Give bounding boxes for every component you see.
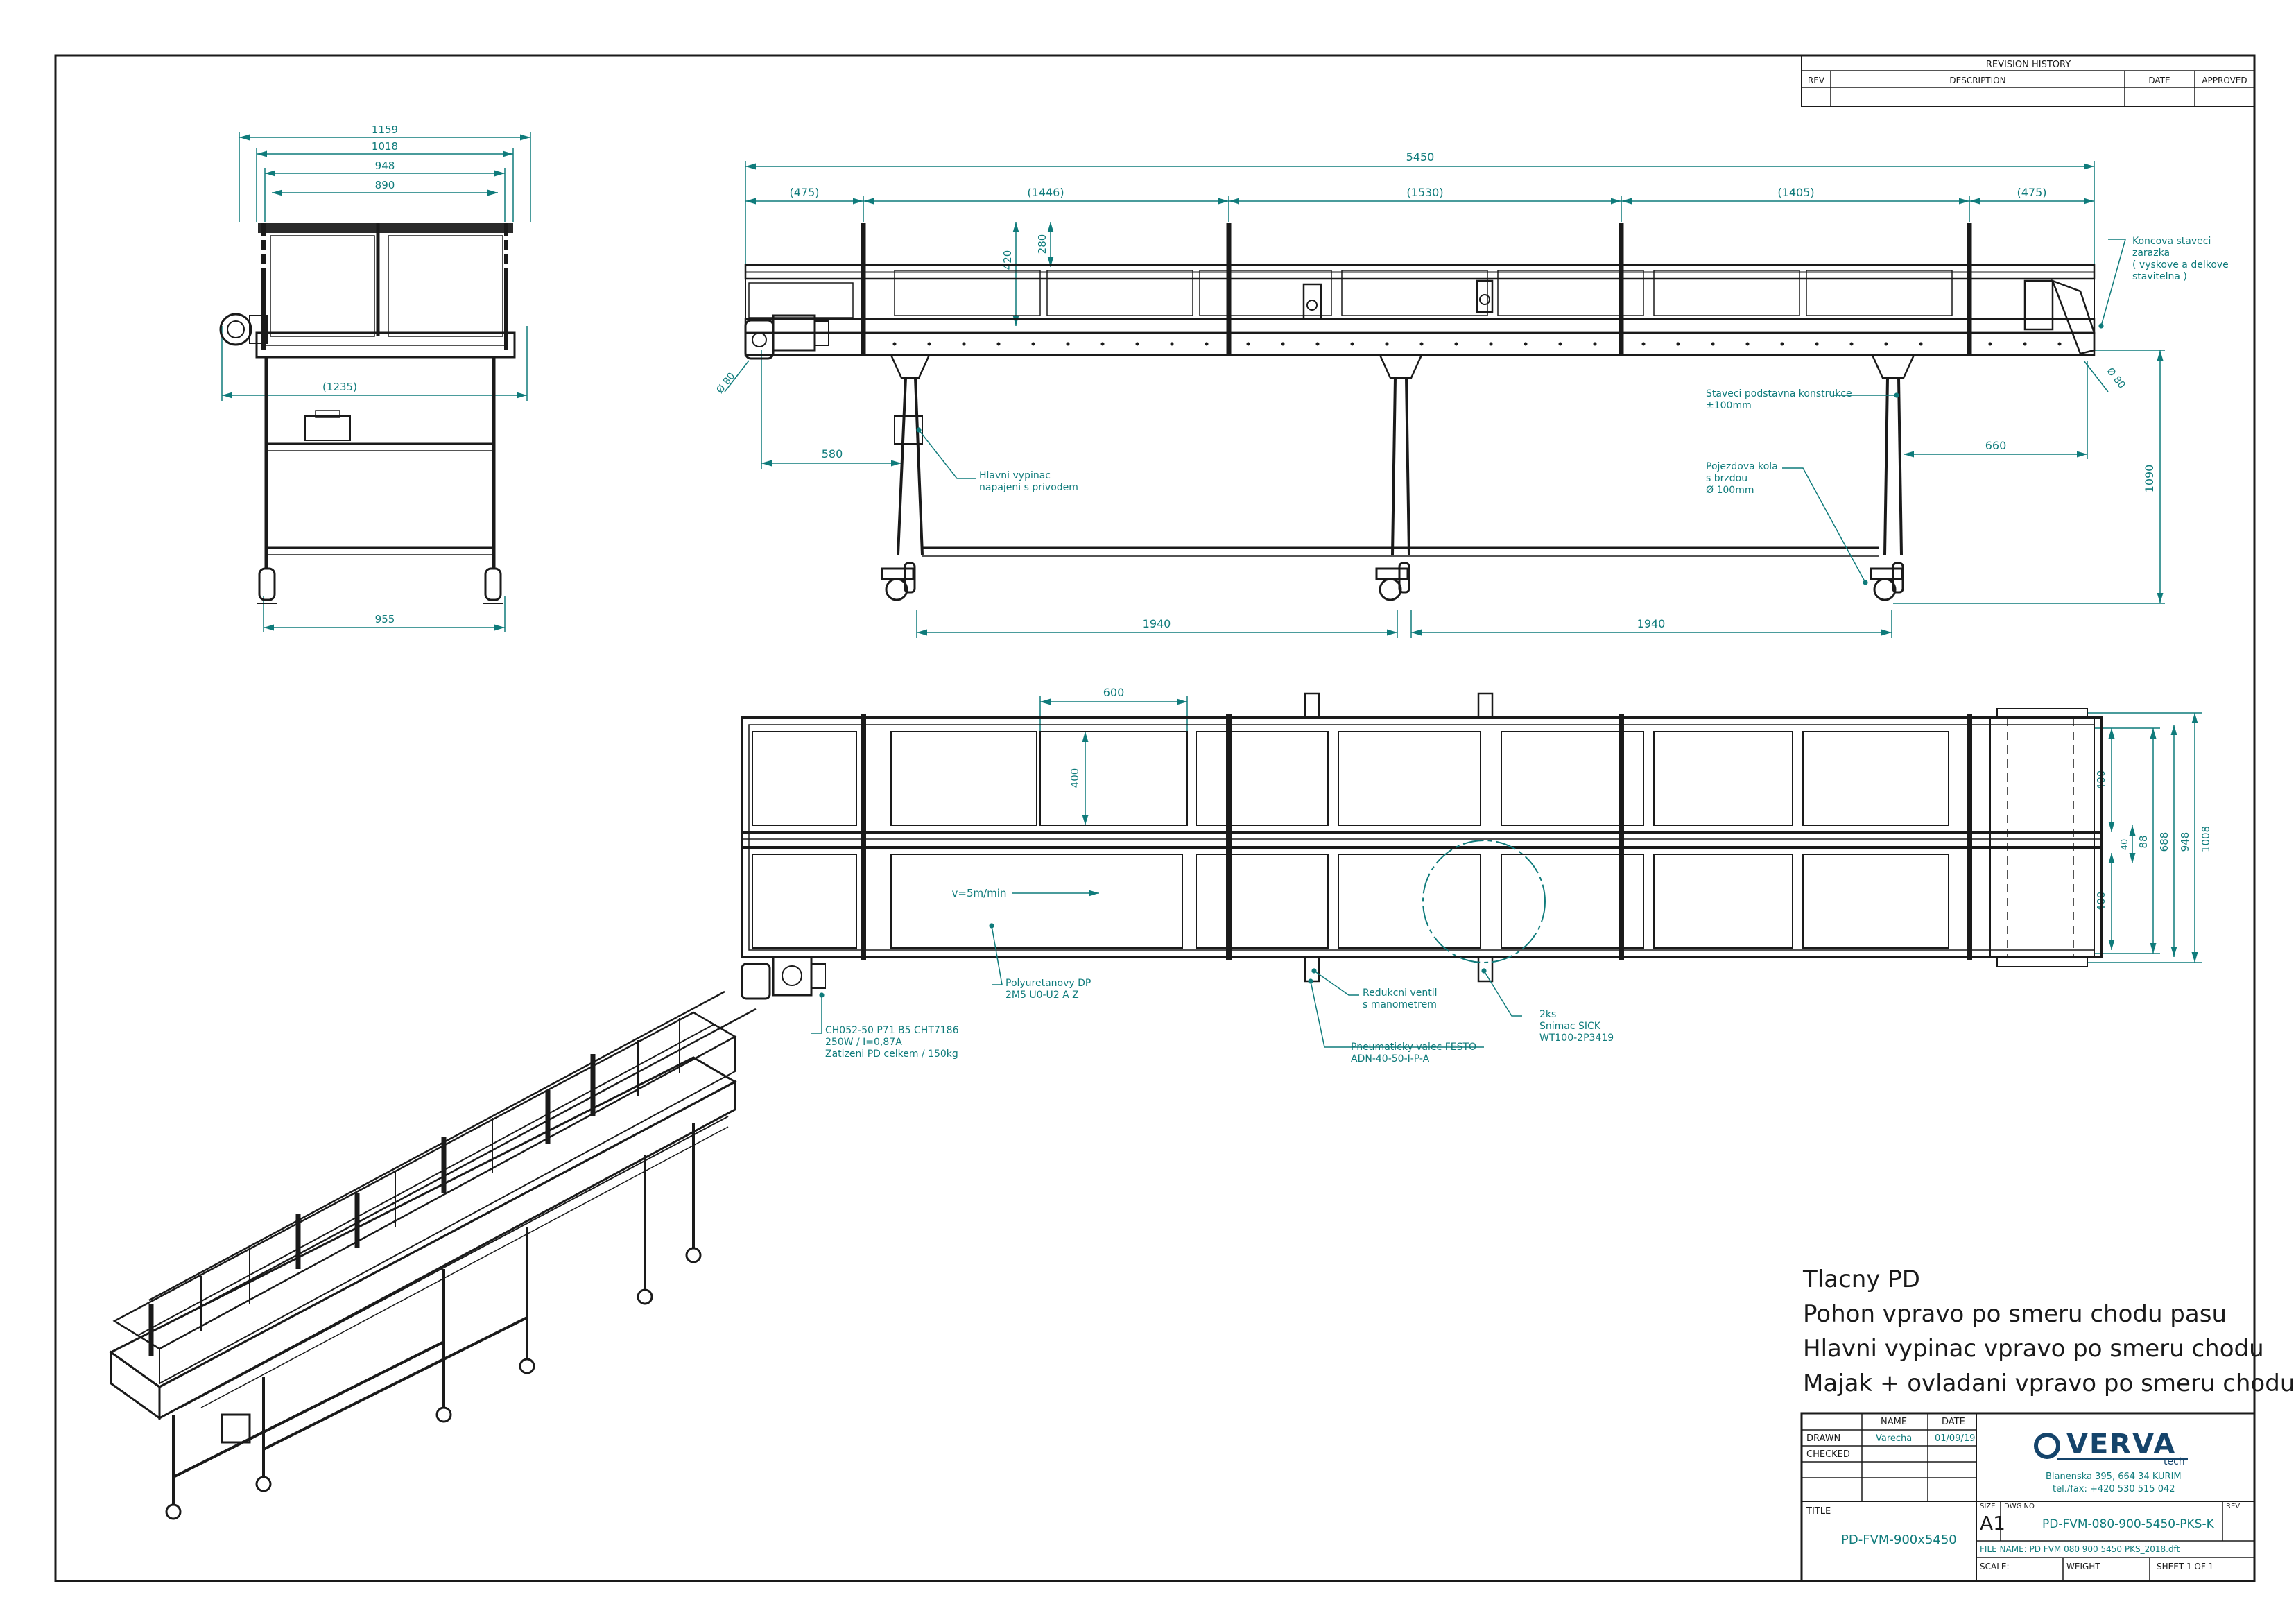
- note-belt: Polyuretanovy DP 2M5 U0-U2 A Z: [1005, 978, 1091, 1001]
- note-main-switch: Hlavni vypinac napajeni s privodem: [979, 470, 1078, 493]
- dim-400-pocket: 400: [1069, 768, 1081, 788]
- dim-948-plan: 948: [2179, 832, 2191, 852]
- tb-scale: SCALE:: [1980, 1562, 2010, 1571]
- dim-1090: 1090: [2143, 465, 2156, 493]
- tb-logo: VERVA: [2066, 1429, 2177, 1460]
- note-motor: CH052-50 P71 B5 CHT7186 250W / I=0,87A Z…: [825, 1025, 959, 1060]
- note-adjustable-frame: Staveci podstavna konstrukce ±100mm: [1706, 388, 1852, 411]
- revision-approved-header: APPROVED: [2202, 76, 2247, 85]
- note-sensor: 2ks Snimac SICK WT100-2P3419: [1539, 1009, 1614, 1044]
- dim-1446: (1446): [1027, 186, 1064, 199]
- revision-table: REVISION HISTORY REV DESCRIPTION DATE AP…: [1801, 55, 2255, 107]
- isometric-view: [109, 990, 757, 1520]
- dim-948: 948: [375, 159, 395, 172]
- elevation-view: 5450 (475) (1446) (1530) (1405) (475) 42…: [714, 150, 2165, 638]
- tb-checked-label: CHECKED: [1806, 1449, 1850, 1460]
- dim-660: 660: [1985, 439, 2007, 452]
- dim-40: 40: [2120, 839, 2130, 851]
- dim-475-right: (475): [2017, 186, 2046, 199]
- revision-rev-header: REV: [1808, 76, 1825, 85]
- sheet-border: [54, 54, 2256, 1582]
- dim-688: 688: [2158, 832, 2170, 852]
- tb-sheet: SHEET 1 OF 1: [2157, 1562, 2214, 1571]
- revision-description-header: DESCRIPTION: [1949, 76, 2005, 85]
- note-end-stop: Koncova staveci zarazka ( vyskove a delk…: [2132, 236, 2229, 282]
- dim-1018: 1018: [372, 140, 398, 153]
- note-cylinder: Pneumaticky valec FESTO ADN-40-50-I-P-A: [1351, 1042, 1477, 1064]
- tb-name-header: NAME: [1881, 1417, 1908, 1427]
- end-view: 1159 1018 948 890 (1235) 955: [219, 123, 531, 632]
- dim-1159: 1159: [372, 123, 398, 136]
- tb-size-value: A1: [1980, 1512, 2005, 1535]
- dim-88: 88: [2137, 835, 2150, 848]
- revision-title: REVISION HISTORY: [1986, 60, 2071, 70]
- speed-label: v=5m/min: [952, 887, 1007, 899]
- dim-5450: 5450: [1406, 150, 1435, 164]
- tb-logo-sub: tech: [2164, 1456, 2185, 1467]
- dim-955: 955: [375, 613, 395, 625]
- dim-1940-right: 1940: [1637, 617, 1666, 630]
- dim-890: 890: [375, 179, 395, 191]
- note-pressure-valve: Redukcni ventil s manometrem: [1363, 987, 1438, 1010]
- spec-notes: Tlacny PD Pohon vpravo po smeru chodu pa…: [1803, 1266, 2295, 1397]
- note-wheels: Pojezdova kola s brzdou Ø 100mm: [1706, 461, 1778, 496]
- dim-phi80-right: Ø 80: [2105, 365, 2127, 390]
- dim-1008: 1008: [2200, 826, 2212, 852]
- dim-1235: (1235): [322, 381, 357, 393]
- verva-logo-icon: [2034, 1433, 2060, 1459]
- tb-title-label: TITLE: [1806, 1506, 1831, 1517]
- dim-420: 420: [1001, 250, 1014, 270]
- tb-weight: WEIGHT: [2066, 1562, 2100, 1571]
- dim-1405: (1405): [1777, 186, 1814, 199]
- revision-date-header: DATE: [2148, 76, 2170, 85]
- dim-600: 600: [1103, 686, 1125, 699]
- tb-dwg-label: DWG NO: [2004, 1503, 2035, 1510]
- tb-phone: tel./fax: +420 530 515 042: [2053, 1484, 2175, 1494]
- tb-address: Blanenska 395, 664 34 KURIM: [2046, 1472, 2182, 1482]
- dim-1940-left: 1940: [1143, 617, 1171, 630]
- tb-drawn-name: Varecha: [1876, 1433, 1913, 1444]
- tb-size-label: SIZE: [1980, 1503, 1996, 1510]
- tb-date-header: DATE: [1942, 1417, 1965, 1427]
- dim-phi80-left: Ø 80: [714, 370, 737, 395]
- dim-475-left: (475): [789, 186, 819, 199]
- tb-drawn-date: 01/09/19: [1935, 1433, 1976, 1444]
- dim-580: 580: [822, 447, 843, 460]
- tb-dwg-value: PD-FVM-080-900-5450-PKS-K: [2042, 1517, 2214, 1531]
- dim-1530: (1530): [1406, 186, 1443, 199]
- dim-280: 280: [1036, 234, 1048, 254]
- plan-view: 600 400 400 400 40 88 688 948 1008 v=5m/…: [741, 686, 2212, 1048]
- tb-title-value: PD-FVM-900x5450: [1841, 1533, 1957, 1547]
- tb-file-name: FILE NAME: PD FVM 080 900 5450 PKS_2018.…: [1980, 1544, 2180, 1554]
- tb-rev-label: REV: [2226, 1503, 2241, 1510]
- tb-drawn-label: DRAWN: [1806, 1433, 1841, 1444]
- title-block: [1800, 1412, 2256, 1582]
